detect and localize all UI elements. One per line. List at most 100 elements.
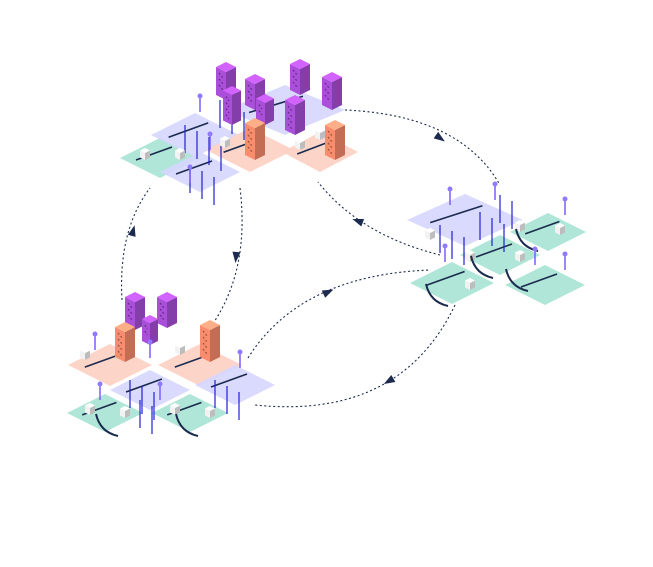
dotted-connector-0 — [344, 109, 501, 186]
city-cluster-bottom-antenna-head-2 — [237, 349, 243, 355]
city-cluster-top-building-3-right-face — [265, 98, 274, 125]
city-cluster-top-house-0-top-face — [140, 148, 150, 153]
city-cluster-right-house-3-top-face — [555, 223, 565, 228]
city-cluster-top-building-6-windows — [287, 111, 293, 118]
city-cluster-right-house-1-left-face — [465, 252, 470, 262]
city-cluster-bottom-building-2-top-face — [142, 315, 158, 323]
city-cluster-top-building-6-right-face — [295, 100, 305, 135]
city-cluster-top-building-1-top-face — [245, 74, 265, 84]
city-cluster-bottom-building-3-windows — [117, 350, 123, 357]
dotted-connector-1 — [317, 181, 441, 256]
city-cluster-top-building-8-top-face — [325, 120, 345, 130]
city-cluster-bottom-antenna-head-1 — [147, 339, 153, 345]
city-cluster-right-house-1-top-face — [465, 250, 475, 255]
clusters-layer — [67, 59, 586, 437]
dotted-connector-3 — [211, 187, 243, 326]
city-cluster-right-tile-0-road — [429, 204, 483, 224]
city-cluster-right-tile-4 — [505, 265, 585, 305]
city-cluster-top-building-4-right-face — [300, 64, 310, 95]
city-cluster-bottom-building-4-left-face — [200, 325, 210, 362]
city-cluster-bottom-building-4-windows — [202, 336, 208, 343]
city-cluster-top-house-0-left-face — [140, 150, 145, 160]
city-cluster-bottom — [67, 292, 275, 437]
city-cluster-top-building-1-windows — [247, 90, 253, 97]
city-cluster-bottom-house-1-top-face — [175, 343, 185, 348]
city-cluster-top-building-6-windows — [287, 105, 293, 112]
city-cluster-right-tile-2 — [460, 235, 540, 275]
city-cluster-bottom-building-0-windows — [127, 314, 133, 321]
city-cluster-bottom-tile-3-road — [210, 373, 248, 388]
arrowhead-icon-0 — [433, 131, 445, 142]
city-cluster-right-antenna-head-1 — [492, 181, 498, 187]
city-cluster-top-building-1-left-face — [245, 79, 255, 110]
city-cluster-bottom-house-2-top-face — [85, 403, 95, 408]
city-cluster-bottom-building-0-windows — [127, 308, 133, 315]
city-cluster-top-house-1-top-face — [175, 148, 185, 153]
city-cluster-bottom-house-2-right-face — [90, 405, 95, 415]
city-cluster-bottom-tile-5 — [152, 394, 228, 432]
city-cluster-top-building-2-windows — [225, 114, 230, 120]
city-cluster-bottom-building-4-windows — [202, 330, 208, 337]
city-cluster-top-tile-1-road — [168, 122, 209, 138]
arrowhead-icon-1 — [352, 218, 365, 227]
city-cluster-right-tile-1-road — [426, 270, 465, 286]
city-cluster-top-tile-2 — [160, 152, 240, 192]
city-cluster-bottom-house-0-top-face — [80, 348, 90, 353]
city-cluster-bottom-building-0-windows — [127, 302, 133, 309]
arrowhead-icon-5 — [383, 375, 396, 384]
city-cluster-right-antenna-head-3 — [562, 251, 568, 257]
city-cluster-right-house-4-right-face — [470, 280, 475, 290]
arrowhead-icon-4 — [321, 289, 334, 298]
city-cluster-top-building-7-top-face — [245, 118, 265, 128]
city-cluster-top-building-8-right-face — [335, 125, 345, 160]
dotted-connector-4 — [247, 269, 431, 359]
city-cluster-top-building-1-windows — [247, 84, 253, 91]
city-cluster-right-house-4-top-face — [465, 278, 475, 283]
city-cluster-bottom-tile-4 — [67, 394, 143, 432]
city-cluster-right-house-4-left-face — [465, 280, 470, 290]
city-cluster-top-house-1-left-face — [175, 150, 180, 160]
city-cluster-bottom-house-0-left-face — [80, 350, 85, 360]
city-cluster-bottom-tile-2-road — [125, 378, 163, 393]
city-cluster-right-tile-3-road — [524, 220, 560, 235]
city-cluster-top-house-4-left-face — [315, 130, 320, 140]
city-cluster-top-building-7-left-face — [245, 123, 255, 160]
city-cluster-bottom-house-2-left-face — [85, 405, 90, 415]
city-cluster-top-building-6-top-face — [285, 95, 305, 105]
city-cluster-top-building-5-right-face — [332, 77, 342, 110]
city-cluster-top-building-8-windows — [327, 130, 333, 137]
city-cluster-top-building-2-top-face — [223, 86, 241, 95]
arrowhead-icon-2 — [127, 225, 136, 237]
city-cluster-bottom-building-1-top-face — [157, 292, 177, 302]
city-cluster-bottom-building-2-windows — [144, 324, 148, 330]
city-cluster-top-antenna-head-2 — [207, 131, 213, 137]
city-cluster-top-building-2-windows — [225, 96, 230, 102]
city-cluster-right-dish-0 — [425, 283, 449, 307]
city-cluster-top-building-0-windows — [218, 72, 224, 79]
city-cluster-bottom-house-0-right-face — [85, 350, 90, 360]
city-cluster-right-house-3-right-face — [560, 225, 565, 235]
city-cluster-right-house-2-left-face — [515, 252, 520, 262]
city-cluster-bottom-house-3-right-face — [175, 405, 180, 415]
city-cluster-right-antenna-head-0 — [447, 186, 453, 192]
city-cluster-top-house-4-top-face — [315, 128, 325, 133]
city-cluster-bottom-dish-0 — [95, 413, 119, 437]
city-cluster-top-building-5-windows — [324, 82, 330, 89]
city-cluster-top-building-8-windows — [327, 142, 333, 149]
city-cluster-top-building-7-windows — [247, 128, 253, 135]
city-cluster-top-building-0-windows — [218, 78, 224, 85]
city-cluster-top-house-2-right-face — [225, 138, 230, 148]
city-cluster-top-building-8-left-face — [325, 125, 335, 160]
city-cluster-bottom-building-0-left-face — [125, 297, 135, 330]
city-cluster-right-tile-3 — [510, 213, 586, 251]
city-cluster-bottom-building-3-left-face — [115, 327, 125, 362]
city-cluster-bottom-building-3-windows — [117, 338, 123, 345]
city-cluster-top-house-3-right-face — [300, 140, 305, 150]
city-cluster-bottom-house-5-right-face — [210, 408, 215, 418]
city-cluster-right-tile-2-road — [475, 243, 513, 258]
city-cluster-top-building-2-windows — [225, 108, 230, 114]
city-cluster-bottom-antenna-head-3 — [97, 381, 103, 387]
city-cluster-bottom-house-4-top-face — [120, 406, 130, 411]
city-cluster-top-house-0-right-face — [145, 150, 150, 160]
